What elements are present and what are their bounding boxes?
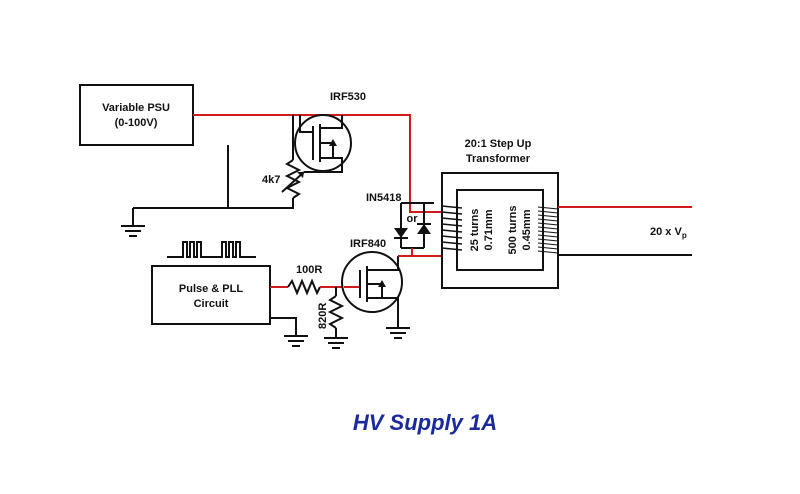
pulse-label-line1: Pulse & PLL (179, 283, 243, 295)
resistor-100r-label: 100R (296, 264, 322, 276)
pulse-box (151, 265, 271, 325)
irf530-arrow (329, 139, 337, 146)
mosfet-irf530: IRF530 (294, 91, 366, 172)
primary-label-line1: 25 turns (469, 209, 481, 252)
diagram-title: HV Supply 1A (353, 410, 497, 435)
pulse-waveform-icon (167, 241, 256, 258)
secondary-label-line1: 500 turns (507, 206, 519, 255)
wire-pot-ground (133, 198, 294, 209)
transformer-core-inner (456, 189, 544, 271)
irf840-label: IRF840 (350, 238, 386, 250)
secondary-label-line2: 0.45mm (521, 209, 533, 250)
psu-label-line1: Variable PSU (102, 102, 170, 114)
diode-or-label: or (407, 213, 419, 225)
diode-label: IN5418 (366, 192, 401, 204)
pulse-label-line2: Circuit (194, 298, 229, 310)
transformer: 20:1 Step Up Transformer (441, 138, 559, 289)
irf530-label: IRF530 (330, 91, 366, 103)
ground-icon (121, 208, 145, 237)
irf840-arrow (378, 280, 386, 287)
transformer-label-line1: 20:1 Step Up (465, 138, 532, 150)
variable-psu: Variable PSU (0-100V) (79, 84, 194, 146)
diode-pair: IN5418 or (366, 192, 434, 249)
ground-icon (284, 335, 308, 347)
resistor-820r-label: 820R (317, 303, 329, 329)
primary-winding (441, 205, 463, 251)
psu-label-line2: (0-100V) (115, 117, 158, 129)
mosfet-irf840: IRF840 (341, 238, 403, 328)
output-label: 20 x Vp (650, 226, 687, 240)
wire-psu-supply (193, 114, 442, 213)
pulse-pll-circuit: Pulse & PLL Circuit (151, 265, 271, 325)
resistor-820r (327, 295, 345, 329)
resistor-100r (287, 278, 321, 296)
primary-label-line2: 0.71mm (483, 209, 495, 250)
pot-4k7 (284, 159, 302, 199)
transformer-label-line2: Transformer (466, 153, 531, 165)
secondary-winding (537, 206, 559, 254)
pot-label: 4k7 (262, 174, 280, 186)
irf840-body (341, 251, 403, 313)
ground-icon (324, 337, 348, 349)
diode-left (394, 228, 408, 238)
diode-right (417, 224, 431, 234)
ground-icon (386, 327, 410, 339)
psu-box (79, 84, 194, 146)
